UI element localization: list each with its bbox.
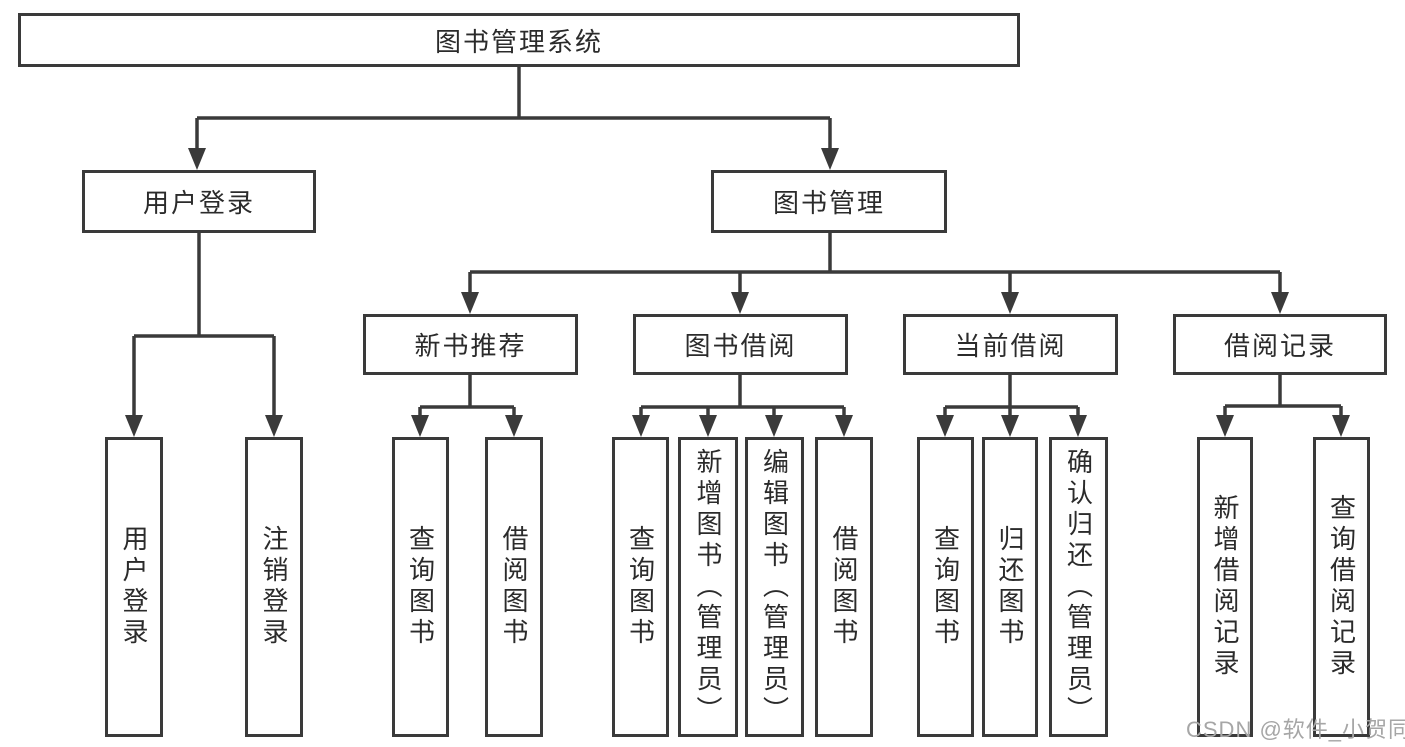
leaf-search-borrow-record: 查询借阅记录 [1313, 437, 1370, 737]
leaf-borrow-books: 借阅图书 [815, 437, 873, 737]
node-current-borrowing: 当前借阅 [903, 314, 1118, 375]
leaf-add-borrow-record: 新增借阅记录 [1197, 437, 1253, 737]
leaf-return-book: 归还图书 [982, 437, 1038, 737]
leaf-search-books-recommend: 查询图书 [392, 437, 449, 737]
node-new-book-recommend: 新书推荐 [363, 314, 578, 375]
leaf-logout: 注销登录 [245, 437, 303, 737]
leaf-edit-book-admin: 编辑图书（管理员） [745, 437, 804, 737]
arrowheads [125, 148, 1350, 437]
node-book-management: 图书管理 [711, 170, 947, 233]
leaf-search-books-current: 查询图书 [917, 437, 974, 737]
csdn-watermark: CSDN @软件_小贺同学 [1186, 717, 1405, 742]
leaf-borrow-books-recommend: 借阅图书 [485, 437, 543, 737]
node-borrowing-records: 借阅记录 [1173, 314, 1387, 375]
node-book-borrowing: 图书借阅 [633, 314, 848, 375]
node-user-login: 用户登录 [82, 170, 316, 233]
leaf-add-book-admin: 新增图书（管理员） [678, 437, 738, 737]
leaf-search-books-borrow: 查询图书 [612, 437, 669, 737]
leaf-user-login: 用户登录 [105, 437, 163, 737]
node-library-system: 图书管理系统 [18, 13, 1020, 67]
leaf-confirm-return-admin: 确认归还（管理员） [1049, 437, 1108, 737]
